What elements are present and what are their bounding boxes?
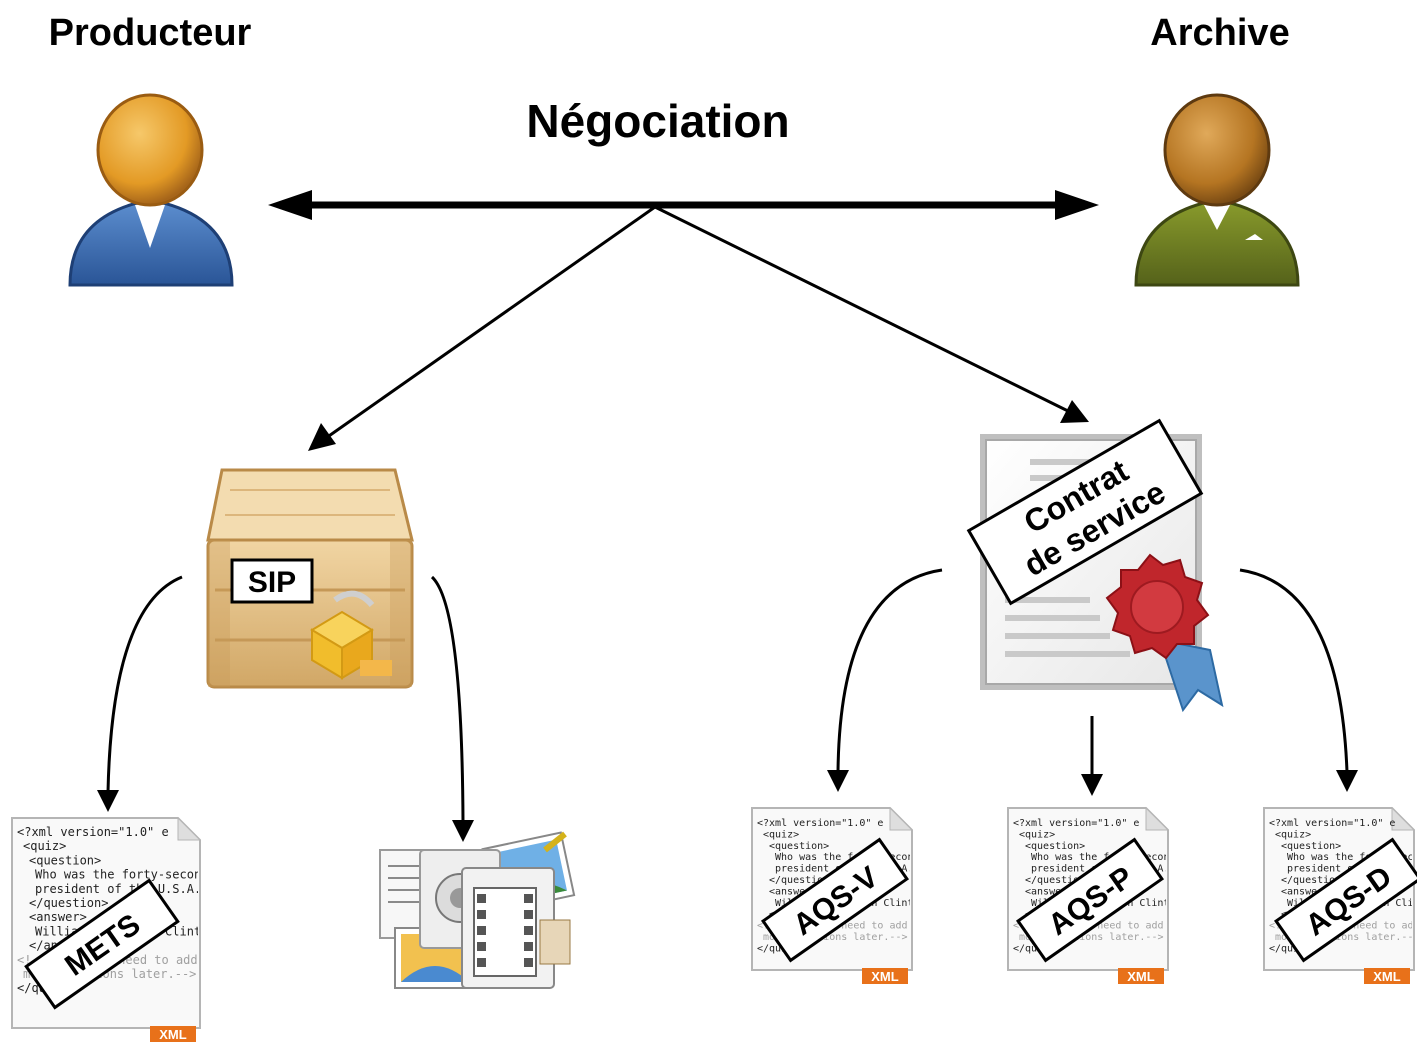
xml-line: <?xml version="1.0" e bbox=[757, 818, 883, 829]
sip-label: SIP bbox=[248, 566, 296, 599]
arrow-to-contract bbox=[654, 205, 1089, 423]
xml-line: more questions later.--> bbox=[763, 932, 908, 943]
xml-line: more questions later.--> bbox=[1275, 932, 1417, 943]
contract-label-box bbox=[966, 418, 1204, 606]
archive-person-icon bbox=[1134, 93, 1300, 287]
arrow-contract-to-aqsd bbox=[1239, 568, 1358, 792]
aqs-p-document: <?xml version="1.0" e<quiz><question>Who… bbox=[1007, 806, 1176, 984]
xml-line: <quiz> bbox=[23, 839, 66, 853]
xml-badge-label: XML bbox=[871, 969, 899, 984]
mets-document: <?xml version="1.0" e<quiz><question>Who… bbox=[11, 816, 208, 1042]
xml-line: <quiz> bbox=[1019, 829, 1055, 840]
xml-line: </question> bbox=[769, 875, 835, 886]
xml-line: <answer> bbox=[29, 910, 87, 924]
xml-line: president of the U.S.A.? bbox=[35, 882, 208, 896]
seal-icon bbox=[1105, 553, 1210, 660]
xml-line: <?xml version="1.0" e bbox=[17, 825, 169, 839]
arrow-contract-to-aqsv bbox=[827, 568, 943, 792]
tar-package-icon bbox=[310, 590, 392, 680]
xml-line: </question> bbox=[29, 896, 108, 910]
negotiation-arrow bbox=[268, 190, 1099, 220]
xml-line: </quiz> bbox=[1013, 943, 1055, 954]
xml-badge bbox=[150, 1026, 196, 1042]
xml-line: Who was the forty-second bbox=[1031, 852, 1176, 863]
xml-line: Who was the forty-second bbox=[35, 868, 208, 882]
xml-badge-label: XML bbox=[159, 1027, 187, 1042]
xml-line: <question> bbox=[29, 853, 101, 867]
arrow-sip-to-media bbox=[430, 575, 474, 842]
xml-line: <?xml version="1.0" e bbox=[1269, 818, 1395, 829]
producer-person-icon bbox=[68, 93, 234, 287]
multimedia-files-icon bbox=[379, 831, 576, 989]
arrow-contract-to-aqsp bbox=[1081, 716, 1103, 796]
aqs-d-document: <?xml version="1.0" e<quiz><question>Who… bbox=[1263, 806, 1417, 984]
xml-badge bbox=[862, 968, 908, 984]
xml-badge bbox=[1118, 968, 1164, 984]
negotiation-label: Négociation bbox=[526, 95, 789, 147]
xml-badge-label: XML bbox=[1127, 969, 1155, 984]
producer-label: Producteur bbox=[49, 12, 252, 54]
xml-line: </quiz> bbox=[757, 943, 799, 954]
xml-badge-label: XML bbox=[1373, 969, 1401, 984]
xml-line: <question> bbox=[769, 841, 829, 852]
xml-line: </question> bbox=[1281, 875, 1347, 886]
xml-line: </quiz> bbox=[1269, 943, 1311, 954]
xml-line: <quiz> bbox=[1275, 829, 1311, 840]
xml-documents: <?xml version="1.0" e<quiz><question>Who… bbox=[11, 806, 1417, 1042]
xml-line: <answer> bbox=[769, 886, 817, 897]
xml-line: <answer> bbox=[1281, 886, 1329, 897]
xml-line: </question> bbox=[1025, 875, 1091, 886]
arrow-to-sip bbox=[308, 205, 656, 451]
xml-line: <answer> bbox=[1025, 886, 1073, 897]
xml-line: more questions later.--> bbox=[1019, 932, 1164, 943]
xml-line: Who was the forty-second bbox=[1287, 852, 1417, 863]
xml-line: <quiz> bbox=[763, 829, 799, 840]
sip-label-box bbox=[230, 558, 314, 604]
aqs-v-document: <?xml version="1.0" e<quiz><question>Who… bbox=[751, 806, 920, 984]
archive-label: Archive bbox=[1150, 12, 1289, 54]
xml-line: <question> bbox=[1025, 841, 1085, 852]
ribbon-icon bbox=[1158, 638, 1224, 713]
xml-line: <?xml version="1.0" e bbox=[1013, 818, 1139, 829]
arrow-sip-to-mets bbox=[97, 575, 183, 812]
xml-line: <question> bbox=[1281, 841, 1341, 852]
xml-line: Who was the forty-second bbox=[775, 852, 920, 863]
xml-badge bbox=[1364, 968, 1410, 984]
